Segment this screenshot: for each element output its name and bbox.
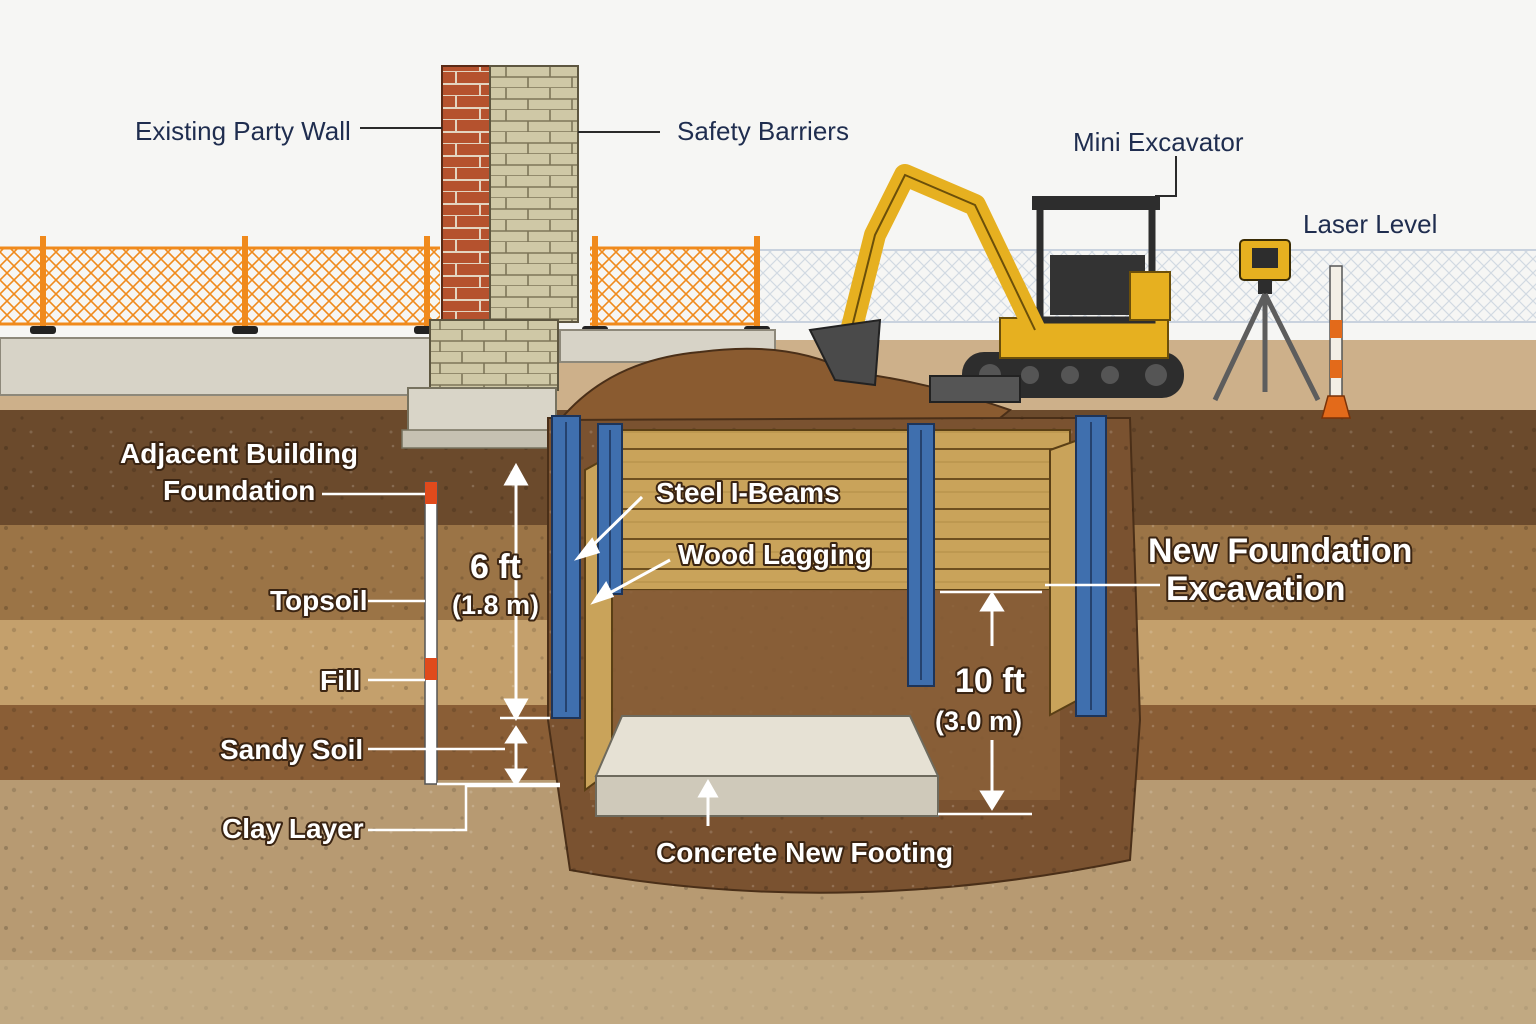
traffic-cone-icon — [1321, 265, 1351, 419]
label-fill: Fill — [320, 665, 360, 696]
leader-mini-excavator — [1155, 156, 1177, 197]
label-clay-layer: Clay Layer — [222, 813, 364, 844]
dim-right-depth: 10 ft — [955, 662, 1025, 700]
excavator-icon — [808, 164, 1184, 403]
measuring-rod-icon — [424, 481, 438, 785]
safety-fence-icon — [0, 236, 1536, 334]
label-laser-level: Laser Level — [1303, 209, 1437, 239]
label-topsoil: Topsoil — [270, 585, 367, 616]
label-new-foundation-line1: New Foundation — [1148, 532, 1412, 570]
label-sandy-soil: Sandy Soil — [220, 734, 363, 765]
soil-leader-lines — [322, 492, 1160, 832]
label-steel-i-beams: Steel I-Beams — [656, 477, 840, 508]
concrete-footing — [594, 715, 940, 817]
dimension-arrows — [503, 462, 1005, 826]
label-existing-party-wall: Existing Party Wall — [135, 116, 351, 146]
laser-level-icon — [1212, 239, 1321, 402]
concrete-curb — [0, 337, 431, 396]
label-concrete-new-footing: Concrete New Footing — [656, 837, 953, 868]
label-mini-excavator: Mini Excavator — [1073, 127, 1244, 157]
brick-wall-icon — [401, 65, 579, 449]
label-wood-lagging: Wood Lagging — [678, 539, 872, 570]
dim-left-depth-metric: (1.8 m) — [452, 590, 539, 620]
label-new-foundation-line2: Excavation — [1166, 570, 1346, 608]
label-adjacent-building-line1: Adjacent Building — [120, 438, 358, 469]
label-adjacent-building-line2: Foundation — [163, 475, 315, 506]
dim-left-depth: 6 ft — [470, 548, 521, 586]
adjacent-foundation-footing — [407, 387, 557, 433]
dim-right-depth-metric: (3.0 m) — [935, 706, 1022, 736]
wood-lagging-back — [599, 429, 1071, 591]
bottom-fade — [0, 960, 1536, 1024]
label-safety-barriers: Safety Barriers — [677, 116, 849, 146]
